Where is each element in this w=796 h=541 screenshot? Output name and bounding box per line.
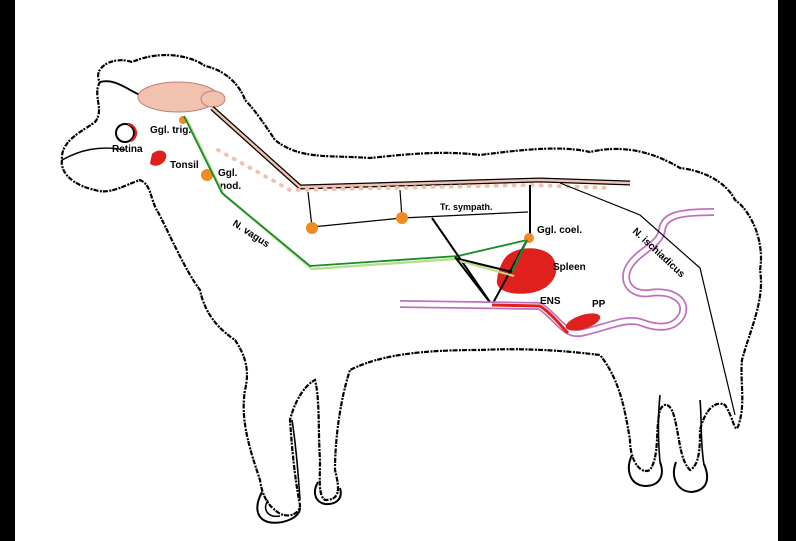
cerebellum [201,91,225,107]
spleen-label: Spleen [553,262,586,273]
ggl-trig-label: Ggl. trig. [150,125,191,136]
retina-label: Retina [112,144,143,155]
symp-ganglion-2 [396,212,408,224]
pp-label: PP [592,299,606,310]
symp-ganglion-1 [306,222,318,234]
sheep-neural-pathways-diagram: Retina Ggl. trig. Tonsil Ggl. nod. N. va… [15,0,778,541]
retina-eye [116,124,134,142]
hind-leg-line-2 [659,395,661,462]
ens-label: ENS [540,296,561,307]
ggl-coel-label: Ggl. coel. [537,225,582,236]
ggl-nod-label-2: nod. [220,181,241,192]
ggl-nod-label-1: Ggl. [218,168,238,179]
diagram-canvas: Retina Ggl. trig. Tonsil Ggl. nod. N. va… [15,0,778,541]
tonsil-label: Tonsil [170,160,199,171]
tr-sympath-label: Tr. sympath. [440,202,493,212]
